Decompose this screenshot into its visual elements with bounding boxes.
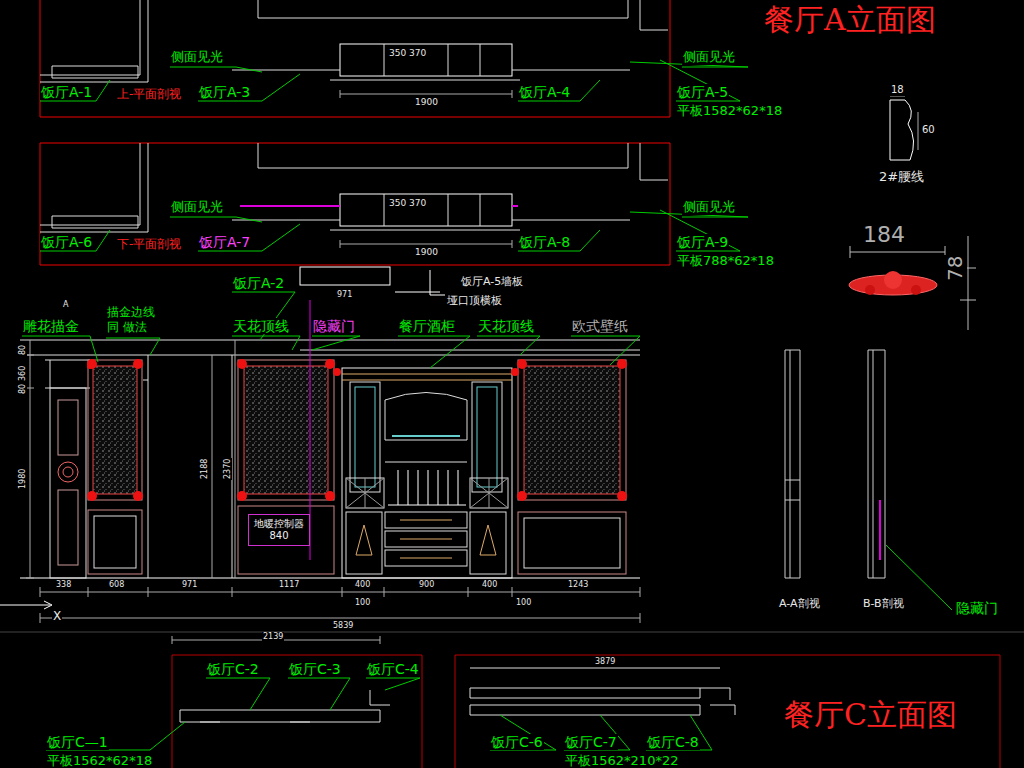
drawing-label: 360 [18, 365, 27, 382]
drawing-label: 侧面见光 [170, 200, 224, 215]
sheet-title: 餐厅A立面图 [763, 3, 937, 38]
drawing-label: 饭厅C-4 [366, 661, 420, 677]
drawing-label: 18 [890, 84, 905, 96]
drawing-label: 60 [921, 124, 936, 136]
drawing-label: 971 [181, 580, 198, 589]
box-text: 地暖控制器 [249, 518, 309, 530]
drawing-label: 5839 [332, 621, 354, 630]
drawing-label: 上-平面剖视 [116, 88, 182, 102]
drawing-label: 400 [481, 580, 498, 589]
drawing-label: 天花顶线 [232, 318, 290, 334]
drawing-label: 2139 [262, 632, 284, 641]
drawing-label: 平板1562*210*22 [564, 754, 679, 768]
drawing-label: 370 [408, 48, 427, 58]
drawing-label: 2#腰线 [878, 170, 925, 185]
drawing-label: 338 [55, 580, 72, 589]
box-text: 840 [249, 530, 309, 542]
drawing-label: 2188 [200, 458, 209, 480]
drawing-label: 饭厅A-1 [40, 84, 93, 100]
drawing-label: 饭厅A-7 [198, 234, 251, 250]
drawing-label: 350 [388, 198, 407, 208]
drawing-label: 1900 [414, 97, 439, 107]
drawing-label: 隐藏门 [312, 318, 356, 334]
drawing-label: 608 [108, 580, 125, 589]
drawing-label: 78 [944, 255, 967, 282]
drawing-label: 下-平面剖视 [116, 238, 182, 252]
drawing-label: 饭厅C—1 [46, 734, 109, 750]
drawing-label: 平板788*62*18 [676, 254, 775, 269]
drawing-label: 2370 [223, 458, 232, 480]
drawing-label: 平板1582*62*18 [676, 104, 783, 119]
drawing-label: 900 [418, 580, 435, 589]
drawing-label: 侧面见光 [170, 50, 224, 65]
drawing-label: 100 [515, 598, 532, 607]
drawing-label: 饭厅A-5墙板 [460, 276, 524, 289]
drawing-label: B-B剖视 [862, 598, 905, 611]
drawing-label: 350 [388, 48, 407, 58]
drawing-label: 饭厅C-3 [288, 661, 342, 677]
drawing-label: 餐厅酒柜 [398, 318, 456, 334]
drawing-label: 侧面见光 [682, 50, 736, 65]
controller-box: 地暖控制器840 [248, 514, 310, 546]
drawing-label: 隐藏门 [955, 600, 999, 616]
drawing-label: 饭厅C-8 [646, 734, 700, 750]
drawing-label: 1900 [414, 247, 439, 257]
drawing-label: 欧式壁纸 [571, 318, 629, 334]
drawing-label: 1117 [278, 580, 300, 589]
drawing-label: 饭厅A-4 [518, 84, 571, 100]
drawing-label: 饭厅A-3 [198, 84, 251, 100]
drawing-label: 1980 [18, 468, 27, 490]
drawing-label: 400 [354, 580, 371, 589]
drawing-label: 80 [18, 383, 27, 395]
drawing-label: 3879 [594, 657, 616, 666]
drawing-label: 描金边线 [106, 306, 156, 320]
drawing-label: 饭厅C-7 [564, 734, 618, 750]
drawing-label: 天花顶线 [477, 318, 535, 334]
drawing-label: 餐厅C立面图 [783, 698, 958, 733]
drawing-label: A [62, 300, 69, 309]
drawing-label: 饭厅A-8 [518, 234, 571, 250]
drawing-label: 1243 [567, 580, 589, 589]
drawing-label: 971 [336, 290, 353, 299]
drawing-label: 184 [862, 222, 906, 247]
drawing-label: 饭厅A-5 [676, 84, 729, 100]
drawing-label: A-A剖视 [778, 598, 821, 611]
drawing-label: 370 [408, 198, 427, 208]
drawing-label: 平板1562*62*18 [46, 754, 153, 768]
drawing-label: 饭厅A-9 [676, 234, 729, 250]
drawing-label: 侧面见光 [682, 200, 736, 215]
drawing-label: 饭厅A-6 [40, 234, 93, 250]
drawing-label: 同 做法 [106, 321, 148, 335]
drawing-label: 80 [18, 344, 27, 356]
drawing-label: 饭厅A-2 [232, 275, 285, 291]
drawing-label: X [52, 610, 62, 624]
drawing-label: 饭厅C-2 [206, 661, 260, 677]
drawing-label: 雕花描金 [22, 318, 80, 334]
drawing-label: 饭厅C-6 [490, 734, 544, 750]
drawing-label: 100 [354, 598, 371, 607]
drawing-label: 垭口顶横板 [446, 295, 503, 308]
